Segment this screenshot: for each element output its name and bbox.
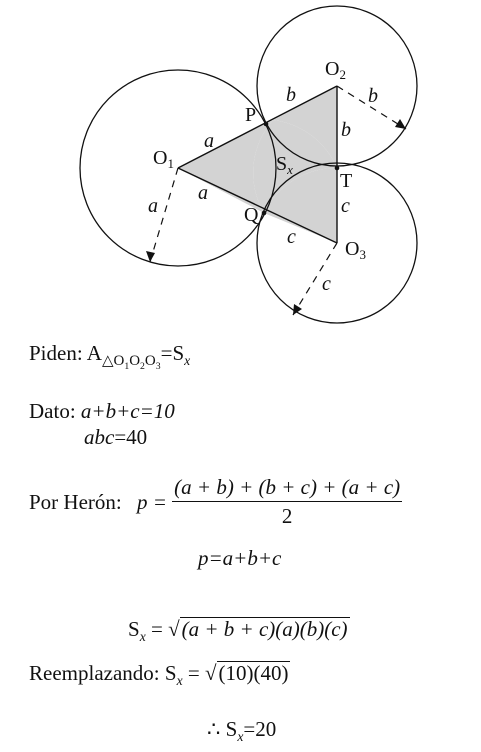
label-t: T bbox=[340, 170, 352, 192]
final-result: ∴ Sx=20 bbox=[207, 717, 277, 745]
label-q: Q bbox=[244, 204, 259, 226]
reemplazando-line: Reemplazando: Sx = √(10)(40) bbox=[29, 661, 291, 689]
label-b-side: b bbox=[341, 119, 351, 141]
sx-formula: Sx = √(a + b + c)(a)(b)(c) bbox=[128, 617, 350, 645]
geometry-figure: O1 O2 O3 P Q T Sx a a a b b b c c c bbox=[79, 5, 418, 324]
arrowhead-c bbox=[293, 304, 302, 315]
heron-formula: Por Herón: p = (a + b) + (b + c) + (a + … bbox=[29, 475, 403, 528]
point-p bbox=[263, 121, 269, 127]
label-a-lower: a bbox=[198, 182, 208, 204]
arrowhead-b bbox=[395, 119, 406, 129]
label-b-upper: b bbox=[286, 84, 296, 106]
label-a-upper: a bbox=[204, 130, 214, 152]
label-p: P bbox=[245, 104, 256, 126]
radius-c-dashed bbox=[292, 242, 338, 316]
label-c-radius: c bbox=[322, 273, 331, 295]
point-t bbox=[334, 165, 340, 171]
side-o1-o2 bbox=[177, 85, 338, 169]
radius-b-dashed bbox=[336, 85, 407, 130]
arrowhead-a bbox=[146, 251, 155, 262]
dato-line-2: abc=40 bbox=[84, 425, 148, 449]
label-o1: O1 bbox=[153, 147, 174, 171]
label-c-lower: c bbox=[287, 226, 296, 248]
piden-line: Piden: A△O1O2O3=Sx bbox=[29, 341, 191, 373]
label-o2: O2 bbox=[325, 58, 346, 82]
label-c-side: c bbox=[341, 195, 350, 217]
side-o1-o3 bbox=[177, 167, 338, 244]
label-o3: O3 bbox=[345, 238, 366, 262]
label-b-radius: b bbox=[368, 85, 378, 107]
circle-o1 bbox=[79, 69, 277, 267]
dato-line-1: Dato: a+b+c=10 bbox=[29, 399, 175, 423]
point-q bbox=[261, 210, 267, 216]
label-a-radius: a bbox=[148, 195, 158, 217]
p-equation: p=a+b+c bbox=[198, 546, 282, 570]
label-sx: Sx bbox=[276, 153, 293, 177]
radius-a-dashed bbox=[149, 167, 179, 263]
shaded-region-sx bbox=[178, 86, 337, 243]
